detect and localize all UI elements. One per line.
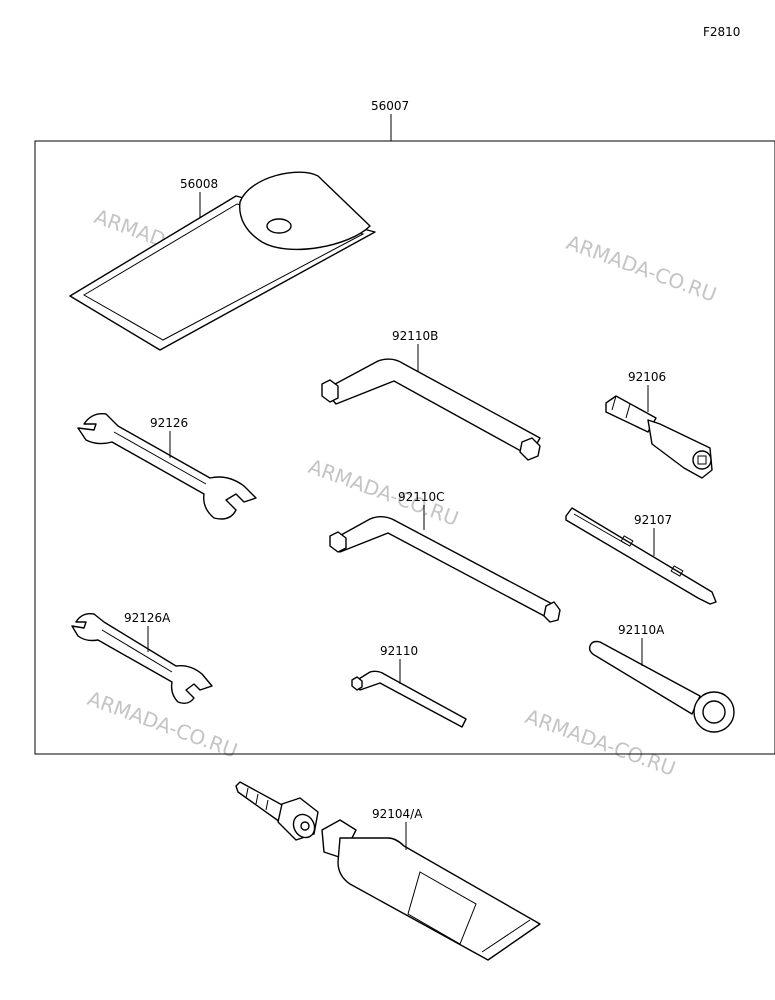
hex-wrench-b <box>321 358 541 461</box>
callout-92110B[interactable]: 92110B <box>392 329 438 343</box>
callout-92110C[interactable]: 92110C <box>398 490 445 504</box>
figure-code: F2810 <box>703 25 740 39</box>
spanner-a <box>71 612 213 705</box>
spanner <box>77 413 257 520</box>
watermark-4: ARMADA-CO.RU <box>84 686 241 763</box>
hex-wrench <box>351 670 467 728</box>
watermark-5: ARMADA-CO.RU <box>522 704 679 781</box>
tool-bag <box>69 171 376 351</box>
sealant-tube <box>235 781 541 961</box>
watermark-2: ARMADA-CO.RU <box>563 230 720 307</box>
ring-wrench <box>588 640 735 733</box>
toolkit-frame <box>34 140 775 755</box>
callout-92106[interactable]: 92106 <box>628 370 666 384</box>
screwdriver <box>565 507 717 605</box>
callout-92110A[interactable]: 92110A <box>618 623 665 637</box>
callout-92107[interactable]: 92107 <box>634 513 672 527</box>
callout-56008[interactable]: 56008 <box>180 177 218 191</box>
callout-92126[interactable]: 92126 <box>150 416 188 430</box>
handle <box>605 395 713 479</box>
hex-wrench-c <box>329 516 561 623</box>
callout-92110[interactable]: 92110 <box>380 644 418 658</box>
callout-56007[interactable]: 56007 <box>371 99 409 113</box>
callout-92104A[interactable]: 92104/A <box>372 807 423 821</box>
callout-92126A[interactable]: 92126A <box>124 611 171 625</box>
